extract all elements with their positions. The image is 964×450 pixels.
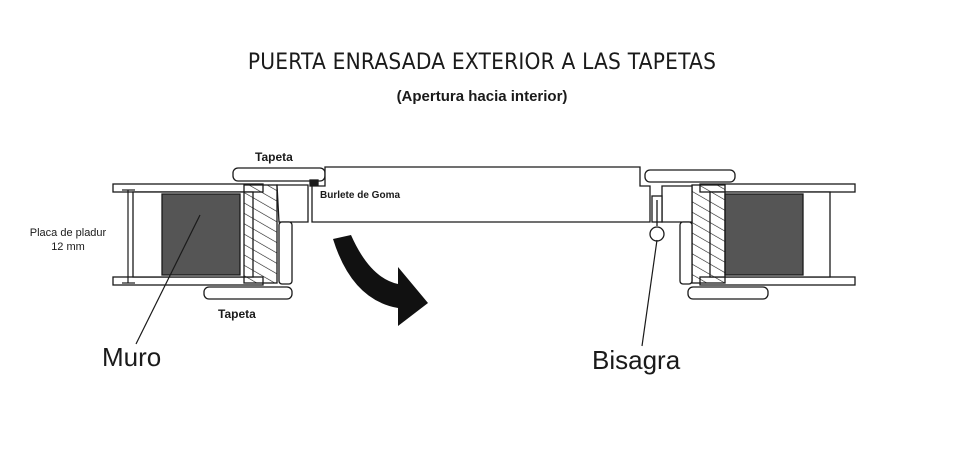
right-assembly <box>644 169 856 300</box>
left-tapeta-bottom <box>203 286 293 300</box>
placa-label-line2: 12 mm <box>51 241 85 253</box>
tapeta-top-label: Tapeta <box>255 150 293 164</box>
door-panel <box>311 166 651 223</box>
muro-label: Muro <box>102 342 162 372</box>
left-stop <box>278 221 293 285</box>
dimension-marker <box>122 189 135 284</box>
placa-label: Placa de pladur 12 mm <box>14 226 122 254</box>
muro-leader-line <box>135 214 201 345</box>
left-tapeta-top <box>232 167 326 182</box>
left-pladur-bottom <box>112 276 264 286</box>
left-frame-post <box>243 184 278 284</box>
bisagra-leader-line <box>641 239 658 347</box>
right-tapeta-bottom <box>687 286 769 300</box>
bisagra-label: Bisagra <box>592 345 681 375</box>
left-pladur-top <box>112 183 264 193</box>
burlete-label: Burlete de Goma <box>320 190 401 201</box>
right-stop <box>679 221 693 285</box>
left-assembly <box>112 167 326 300</box>
diagram-title: PUERTA ENRASADA EXTERIOR A LAS TAPETAS <box>247 50 717 75</box>
rubber-seal <box>309 179 319 187</box>
right-wall-core <box>724 193 804 276</box>
hinge-knuckle <box>649 226 665 242</box>
right-jamb <box>661 185 693 223</box>
right-frame-post <box>691 184 726 284</box>
right-tapeta-top <box>644 169 736 183</box>
diagram-subtitle: (Apertura hacia interior) <box>396 88 568 105</box>
placa-label-line1: Placa de pladur <box>29 227 107 239</box>
left-wall-core <box>161 193 241 276</box>
curved-arrow-icon <box>333 235 428 326</box>
door-leaf <box>311 166 651 223</box>
left-jamb <box>276 184 309 223</box>
tapeta-bottom-label: Tapeta <box>218 307 256 321</box>
